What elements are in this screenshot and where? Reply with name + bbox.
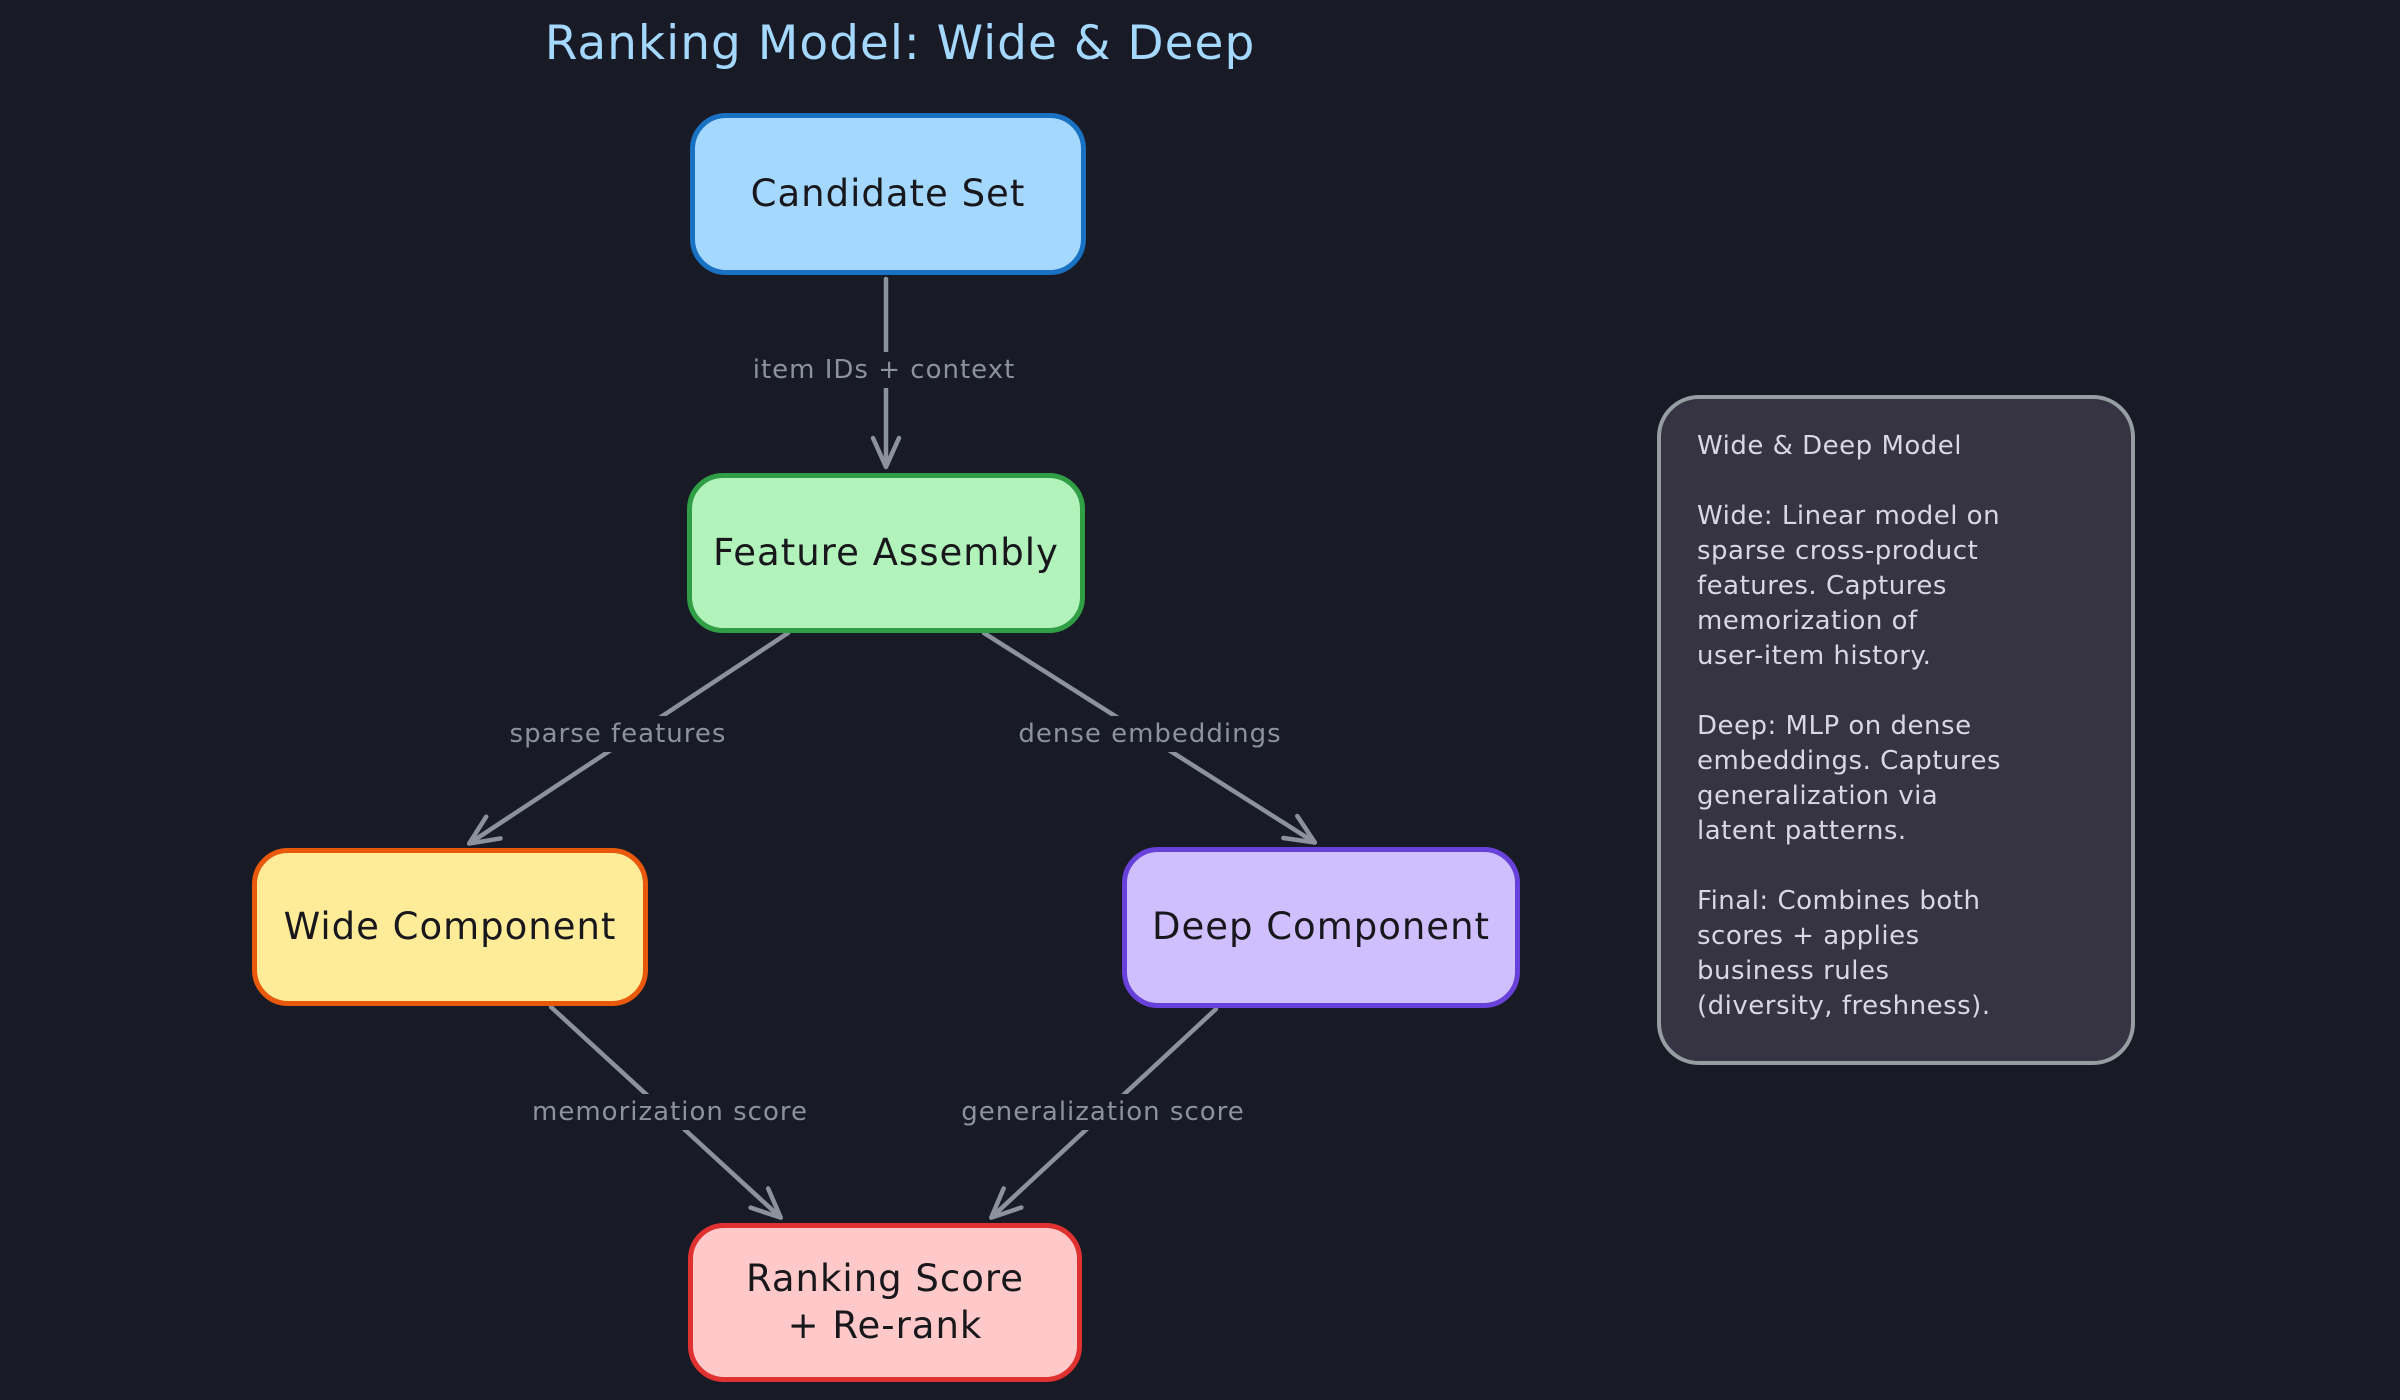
edge-label-sparse-features: sparse features: [499, 716, 737, 752]
note-paragraph-deep: Deep: MLP on dense embeddings. Captures …: [1697, 711, 2002, 846]
node-deep-component-label: Deep Component: [1151, 905, 1491, 949]
note-paragraph-final: Final: Combines both scores + applies bu…: [1697, 886, 1991, 1021]
node-feature-assembly[interactable]: Feature Assembly: [687, 473, 1085, 633]
node-ranking-score[interactable]: Ranking Score + Re-rank: [688, 1223, 1082, 1382]
node-candidate-set[interactable]: Candidate Set: [690, 113, 1086, 275]
node-candidate-set-label: Candidate Set: [750, 171, 1026, 215]
diagram-title: Ranking Model: Wide & Deep: [544, 16, 1256, 71]
note-panel[interactable]: Wide & Deep Model Wide: Linear model on …: [1657, 395, 2135, 1065]
node-ranking-score-label: Ranking Score + Re-rank: [745, 1257, 1025, 1347]
edge-label-generalization-score: generalization score: [951, 1094, 1255, 1130]
node-feature-assembly-label: Feature Assembly: [713, 530, 1059, 574]
edge-label-dense-embeddings: dense embeddings: [1008, 716, 1292, 752]
note-paragraph-wide: Wide: Linear model on sparse cross-produ…: [1697, 501, 2001, 671]
note-title: Wide & Deep Model: [1697, 431, 1963, 461]
node-wide-component-label: Wide Component: [283, 904, 617, 948]
edge-label-memorization-score: memorization score: [522, 1094, 818, 1130]
node-wide-component[interactable]: Wide Component: [252, 848, 648, 1006]
node-deep-component[interactable]: Deep Component: [1122, 847, 1520, 1008]
edge-label-item-ids-context: item IDs + context: [742, 352, 1026, 388]
